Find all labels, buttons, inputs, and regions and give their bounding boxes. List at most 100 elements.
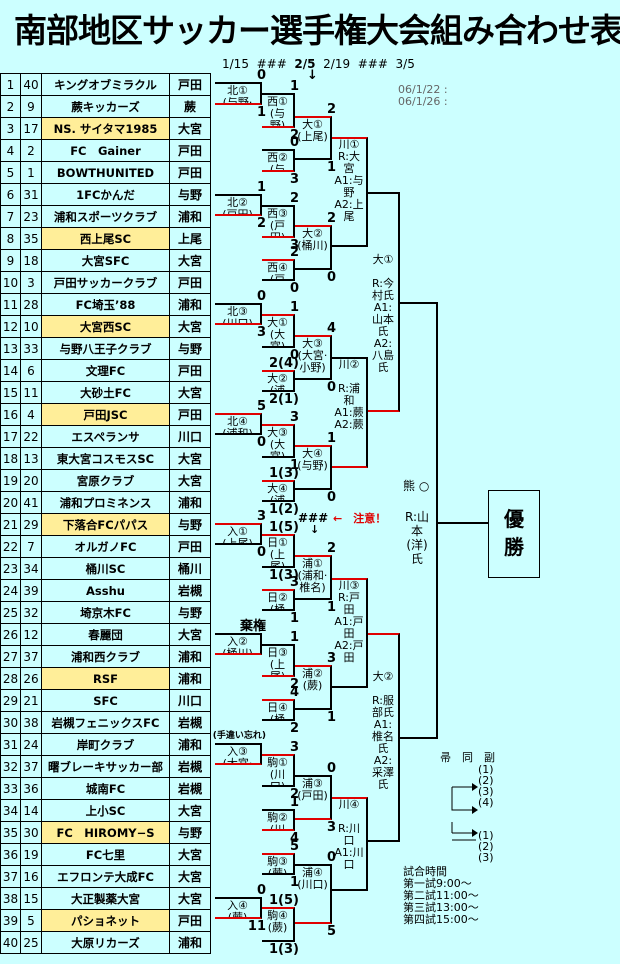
team-seed: 20 bbox=[20, 469, 42, 492]
match-box: 北③ (川口) bbox=[215, 303, 262, 325]
team-seed: 34 bbox=[20, 557, 42, 580]
team-name: 桶川SC bbox=[41, 557, 170, 580]
team-name: 岩槻フェニックスFC bbox=[41, 711, 170, 734]
team-area: 大宮 bbox=[169, 117, 211, 140]
legend-arrows bbox=[451, 783, 478, 841]
match-box: 西① (与 野) bbox=[262, 93, 295, 128]
match-box: 大② (浦 bbox=[262, 370, 295, 392]
team-area: 与野 bbox=[169, 601, 211, 624]
team-name: 大宮西SC bbox=[41, 315, 170, 338]
match-score-bottom: 2 bbox=[289, 721, 299, 736]
match-score-bottom: 3 bbox=[256, 325, 266, 340]
legend-list: (1) (2) (3) bbox=[478, 829, 494, 864]
team-seed: 2 bbox=[20, 139, 42, 162]
team-name: 宮原クラブ bbox=[41, 469, 170, 492]
team-seed: 24 bbox=[20, 733, 42, 756]
team-name: オルガノFC bbox=[41, 535, 170, 558]
date: 3/5 bbox=[395, 57, 415, 71]
round-dates: 1/15 ### 2/5 2/19 ### 3/5 bbox=[222, 57, 415, 71]
date: ### bbox=[256, 57, 287, 71]
team-area: 戸田 bbox=[169, 535, 211, 558]
match-box: 日③ (上 尾) bbox=[262, 644, 295, 677]
team-area: 大宮 bbox=[169, 381, 211, 404]
current-round-arrow: ↓ bbox=[307, 68, 318, 83]
match-score-bottom: 1 bbox=[289, 875, 299, 890]
match-score-top: 2 bbox=[289, 245, 299, 260]
team-area: 上尾 bbox=[169, 227, 211, 250]
team-name: 浦和西クラブ bbox=[41, 645, 170, 668]
team-seed: 41 bbox=[20, 491, 42, 514]
team-number: 4 bbox=[0, 139, 21, 162]
team-seed: 28 bbox=[20, 293, 42, 316]
team-area: 戸田 bbox=[169, 909, 211, 932]
team-seed: 6 bbox=[20, 359, 42, 382]
match-score-bottom: 3 bbox=[289, 172, 299, 187]
match-score-bottom: 0 bbox=[256, 545, 266, 560]
team-area: 蕨 bbox=[169, 95, 211, 118]
team-name: 大砂土FC bbox=[41, 381, 170, 404]
match-score-bottom: 1 bbox=[326, 600, 336, 615]
match-box: 大② (桶川) bbox=[295, 225, 332, 270]
team-area: 大宮 bbox=[169, 843, 211, 866]
match-score-top: 5 bbox=[289, 839, 299, 854]
match-score-top: 棄権 bbox=[239, 619, 266, 634]
match-score-top: 1(3) bbox=[269, 466, 299, 481]
team-number: 15 bbox=[0, 381, 21, 404]
team-area: 大宮 bbox=[169, 469, 211, 492]
team-seed: 18 bbox=[20, 249, 42, 272]
bracket-line bbox=[400, 302, 437, 304]
team-number: 14 bbox=[0, 359, 21, 382]
team-seed: 16 bbox=[20, 865, 42, 888]
team-area: 川口 bbox=[169, 689, 211, 712]
match-score-top: 0 bbox=[326, 850, 336, 865]
team-name: 西上尾SC bbox=[41, 227, 170, 250]
match-score-bottom: 2 bbox=[256, 216, 266, 231]
bracket-line bbox=[436, 302, 438, 739]
team-seed: 4 bbox=[20, 403, 42, 426]
team-name: 城南FC bbox=[41, 777, 170, 800]
match-box: 西③ (戸 田) bbox=[262, 205, 295, 238]
team-area: 浦和 bbox=[169, 931, 211, 954]
match-box: 大④ (与野) bbox=[295, 445, 332, 490]
team-area: 与野 bbox=[169, 513, 211, 536]
team-area: 戸田 bbox=[169, 359, 211, 382]
match-box: 浦① (浦和· 椎名) bbox=[295, 555, 332, 600]
team-name: 上小SC bbox=[41, 799, 170, 822]
match-score-top: 2 bbox=[326, 541, 336, 556]
team-area: 大宮 bbox=[169, 799, 211, 822]
team-name: 大正製薬大宮 bbox=[41, 887, 170, 910]
match-box: 日② (桶 bbox=[262, 589, 295, 611]
team-area: 大宮 bbox=[169, 623, 211, 646]
team-number: 36 bbox=[0, 843, 21, 866]
match-score-bottom: 0 bbox=[326, 270, 336, 285]
note-line: 06/1/26 : bbox=[398, 95, 448, 108]
team-seed: 3 bbox=[20, 271, 42, 294]
match-box: 入④ (蕨) bbox=[215, 897, 262, 919]
match-score-top: 1 bbox=[326, 431, 336, 446]
match-box: 日④ (桶 bbox=[262, 699, 295, 721]
team-area: 浦和 bbox=[169, 667, 211, 690]
match-score-bottom: 1(3) bbox=[269, 942, 299, 957]
team-number: 40 bbox=[0, 931, 21, 954]
match-score-bottom: 0 bbox=[289, 348, 299, 363]
team-area: 戸田 bbox=[169, 161, 211, 184]
match-score-top: 3 bbox=[256, 509, 266, 524]
team-area: 与野 bbox=[169, 821, 211, 844]
team-area: 大宮 bbox=[169, 887, 211, 910]
bracket-sheet: 南部地区サッカー選手権大会組み合わせ表 1/15 ### 2/5 2/19 ##… bbox=[0, 0, 620, 964]
team-name: FC HIROMY−S bbox=[41, 821, 170, 844]
